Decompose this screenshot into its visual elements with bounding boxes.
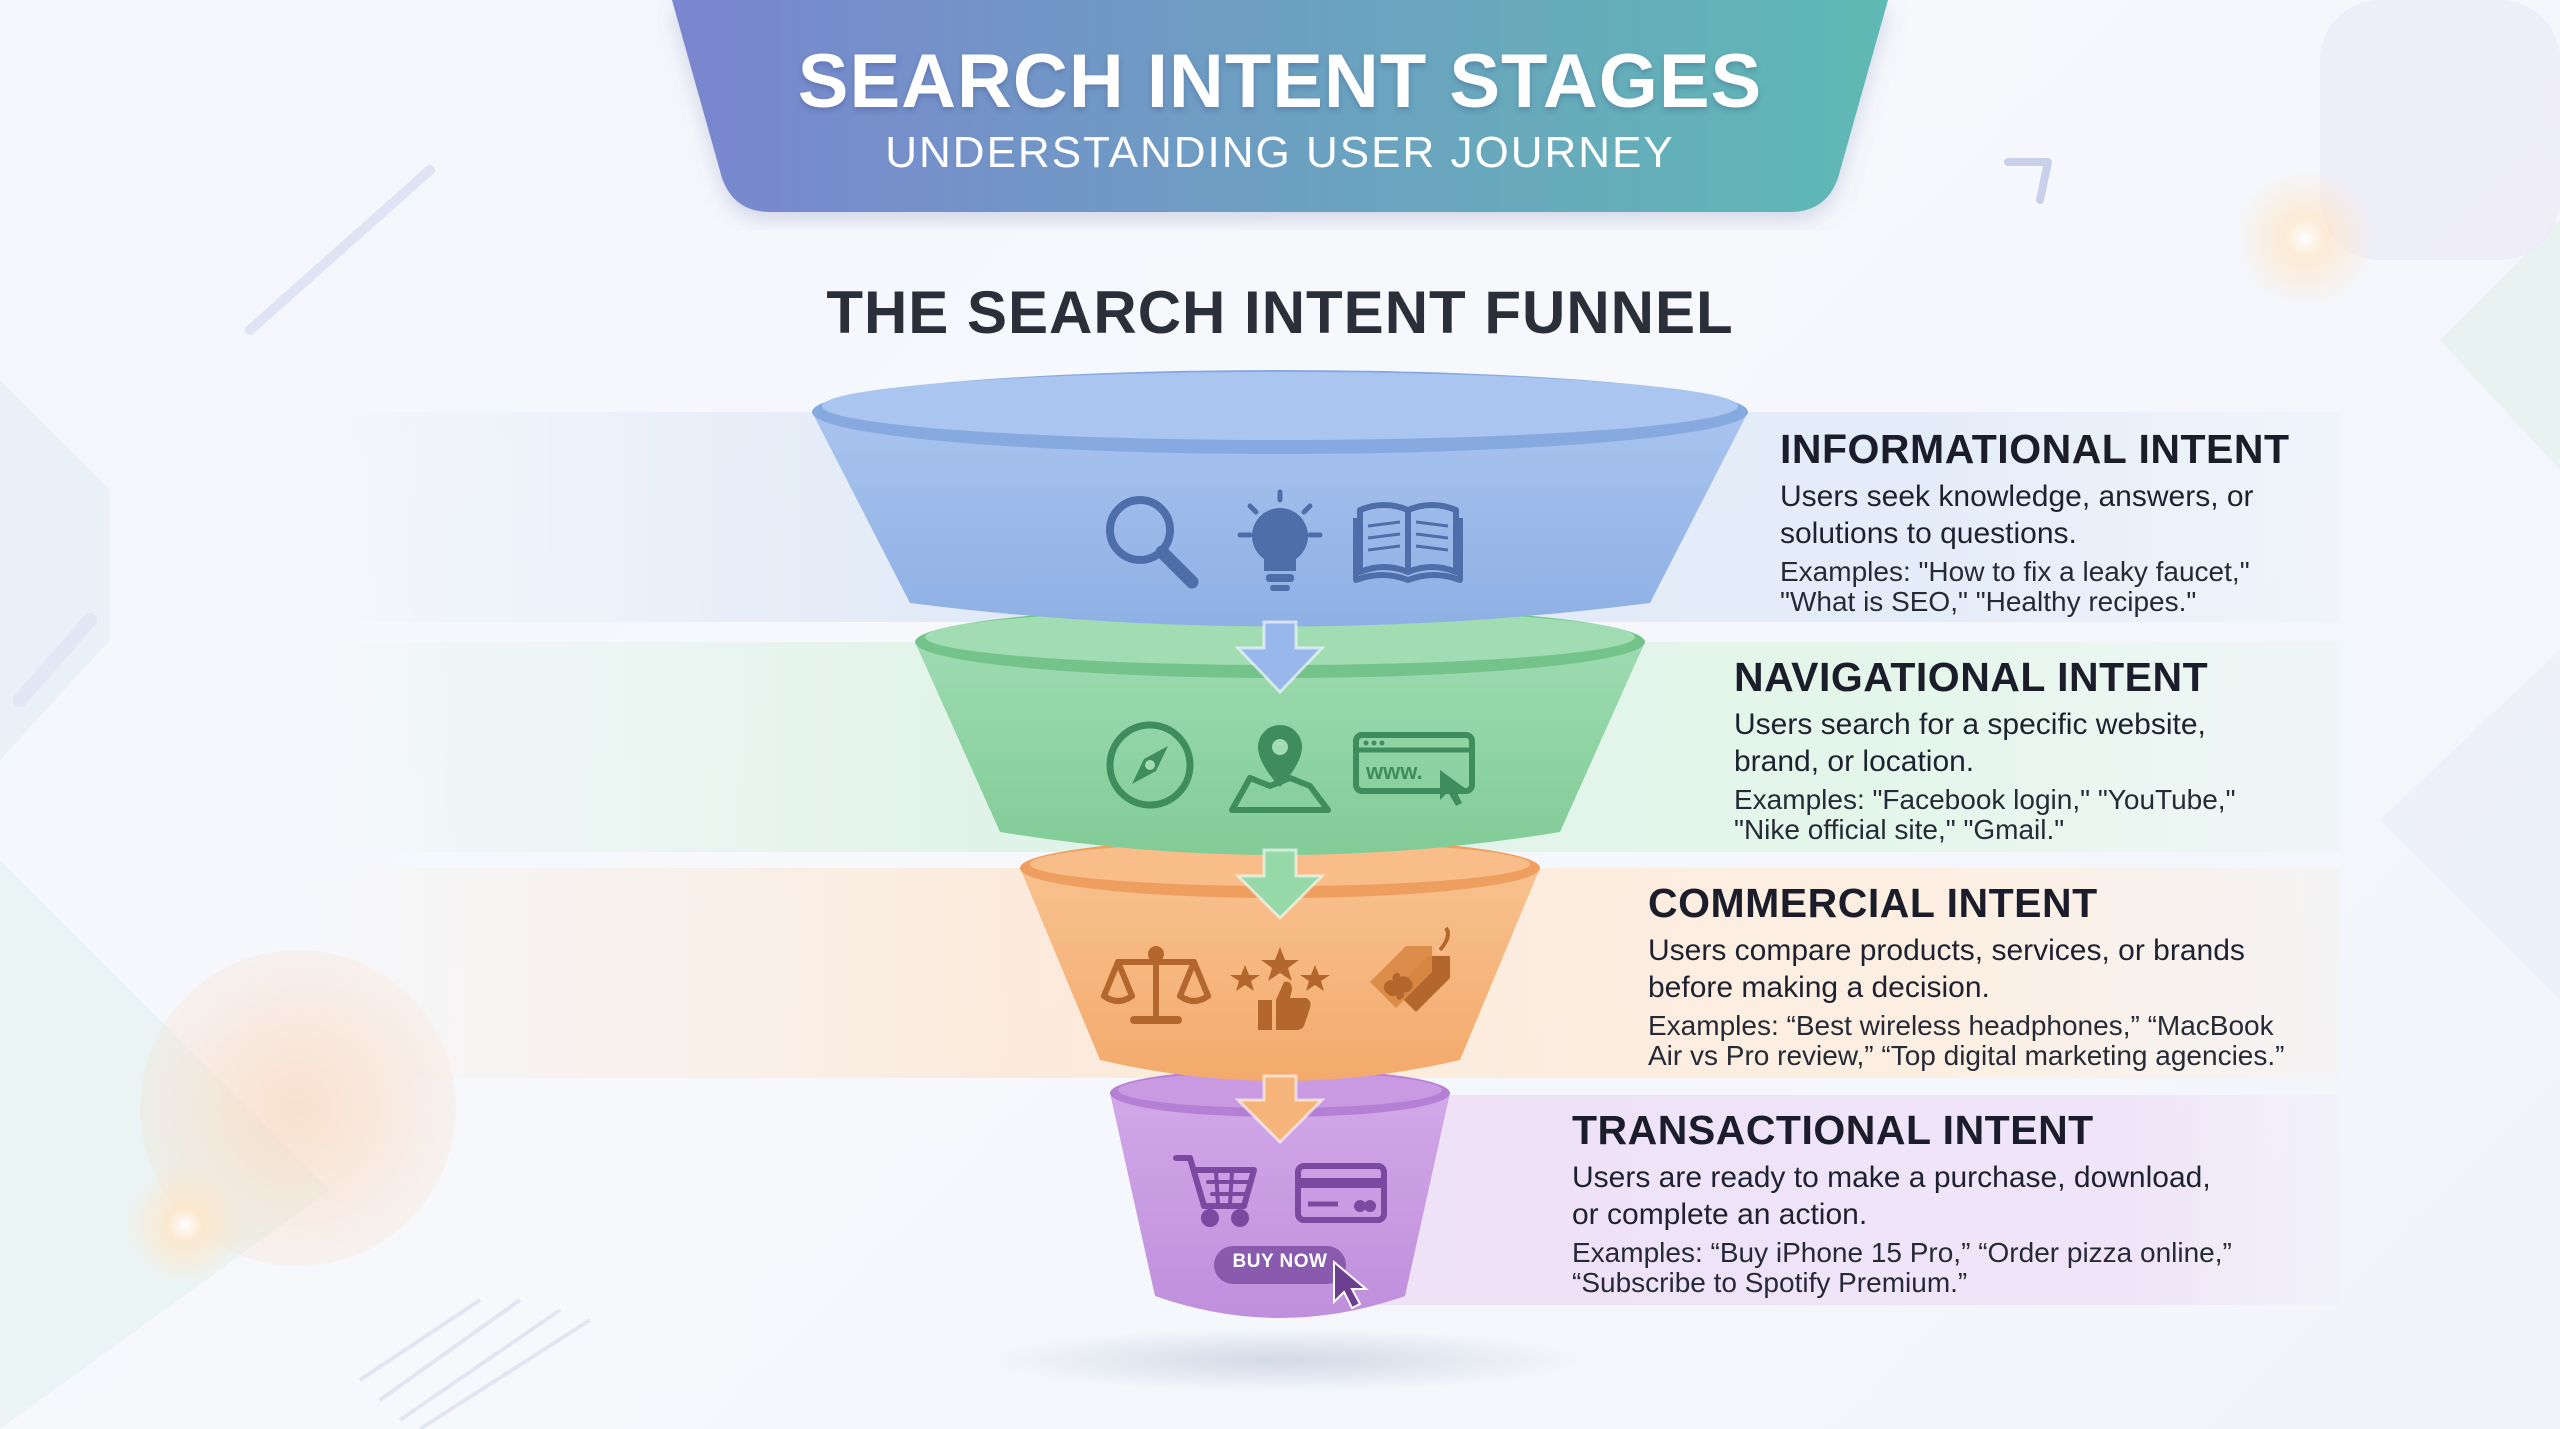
stage-title: INFORMATIONAL INTENT [1780,426,2290,472]
stage-description-line: Users are ready to make a purchase, down… [1572,1161,2211,1194]
stage-commercial-text: COMMERCIAL INTENT Users compare products… [1648,880,2528,1071]
page-title: SEARCH INTENT STAGES [797,39,1763,124]
stage-examples-line: “Subscribe to Spotify Premium.” [1572,1267,1968,1298]
buy-now-button[interactable]: BUY NOW [1232,1251,1328,1272]
stage-title: TRANSACTIONAL INTENT [1572,1107,2094,1153]
shopping-cart-icon [1173,1155,1257,1227]
band-transactional [1300,1095,2340,1305]
stage-examples-line: Examples: “Buy iPhone 15 Pro,” “Order pi… [1572,1237,2232,1268]
stage-transactional-text: TRANSACTIONAL INTENT Users are ready to … [1572,1107,2472,1298]
stage-examples-line: Examples: “Best wireless headphones,” “M… [1648,1010,2274,1041]
stage-examples-line: "Nike official site," "Gmail." [1734,814,2065,845]
stage-description-line: Users seek knowledge, answers, or [1780,480,2254,513]
stage-description-line: or complete an action. [1572,1198,1868,1231]
stage-description-line: brand, or location. [1734,745,1975,778]
stage-examples-line: "What is SEO," "Healthy recipes." [1780,586,2197,617]
page-subtitle: UNDERSTANDING USER JOURNEY [885,128,1675,177]
stage-examples-line: Examples: "Facebook login," "YouTube," [1734,784,2236,815]
stage-description-line: Users search for a specific website, [1734,708,2206,741]
stage-description-line: before making a decision. [1648,971,1990,1004]
stage-description-line: Users compare products, services, or bra… [1648,934,2245,967]
stage-examples-line: Air vs Pro review,” “Top digital marketi… [1648,1040,2285,1071]
stage-title: NAVIGATIONAL INTENT [1734,654,2209,700]
header-banner [672,0,1888,212]
stage-informational-text: INFORMATIONAL INTENT Users seek knowledg… [1780,426,2520,617]
stage-description-line: solutions to questions. [1780,517,2077,550]
funnel-title: THE SEARCH INTENT FUNNEL [826,279,1734,346]
stage-examples-line: Examples: "How to fix a leaky faucet," [1780,556,2250,587]
stage-navigational-text: NAVIGATIONAL INTENT Users search for a s… [1734,654,2514,845]
stage-title: COMMERCIAL INTENT [1648,880,2098,926]
